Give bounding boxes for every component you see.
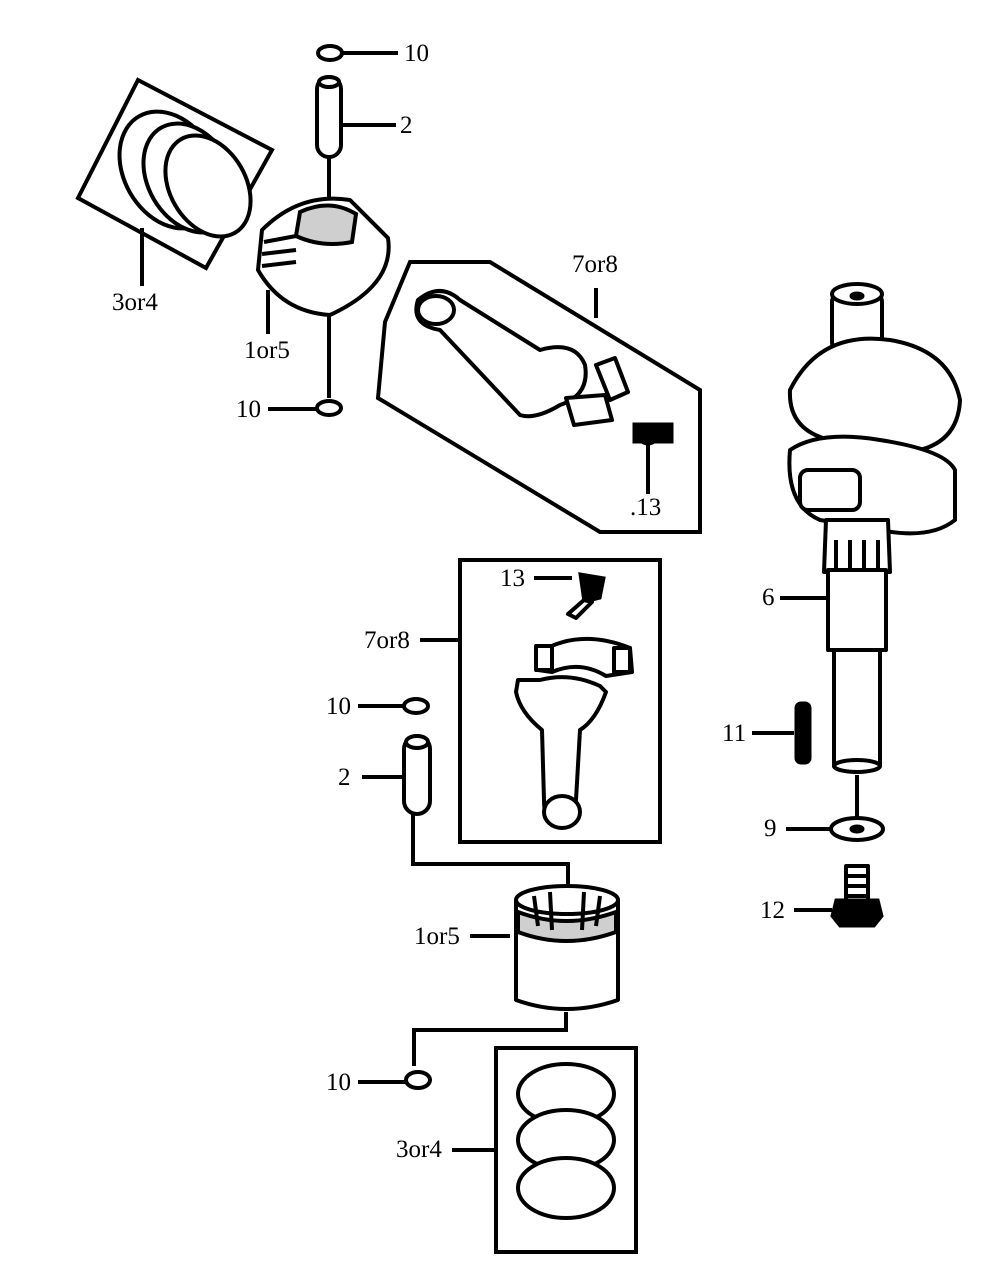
label-crankshaft: 6 xyxy=(762,584,775,611)
label-middle-lower-pin-clip: 10 xyxy=(326,1069,351,1096)
middle-connecting-rod-assembly xyxy=(420,558,662,844)
label-crankshaft-bolt: 12 xyxy=(760,897,785,924)
label-middle-piston-pin: 2 xyxy=(338,764,351,791)
middle-piston xyxy=(412,884,620,1066)
label-middle-piston: 1or5 xyxy=(414,923,460,950)
label-middle-piston-rings: 3or4 xyxy=(396,1136,442,1163)
top-piston-pin xyxy=(315,75,396,159)
middle-piston-rings xyxy=(452,1046,638,1254)
label-middle-rod-bolt: 13 xyxy=(500,565,525,592)
crankshaft-bolt xyxy=(794,864,884,928)
label-middle-connecting-rod-assembly: 7or8 xyxy=(364,627,410,654)
label-top-connecting-rod-assembly: 7or8 xyxy=(572,251,618,278)
label-top-piston-rings: 3or4 xyxy=(112,289,158,316)
top-lower-pin-clip xyxy=(268,399,343,417)
middle-pin-clip xyxy=(358,697,430,715)
label-top-pin-clip: 10 xyxy=(404,40,429,67)
label-top-piston-pin: 2 xyxy=(400,112,413,139)
crankshaft-washer xyxy=(786,775,885,842)
middle-lower-pin-clip xyxy=(358,1070,432,1090)
label-middle-pin-clip: 10 xyxy=(326,693,351,720)
label-top-piston: 1or5 xyxy=(244,337,290,364)
top-connecting-rod-assembly xyxy=(375,260,702,534)
label-crankshaft-key: 11 xyxy=(722,720,746,747)
crankshaft xyxy=(780,282,962,774)
label-crankshaft-washer: 9 xyxy=(764,815,777,842)
label-top-rod-bolt: .13 xyxy=(630,494,661,521)
top-piston-rings xyxy=(75,77,275,286)
middle-piston-pin xyxy=(362,734,570,886)
label-top-lower-pin-clip: 10 xyxy=(236,396,261,423)
top-piston xyxy=(256,157,391,398)
crankshaft-key xyxy=(752,701,812,765)
top-pin-clip xyxy=(316,44,398,62)
